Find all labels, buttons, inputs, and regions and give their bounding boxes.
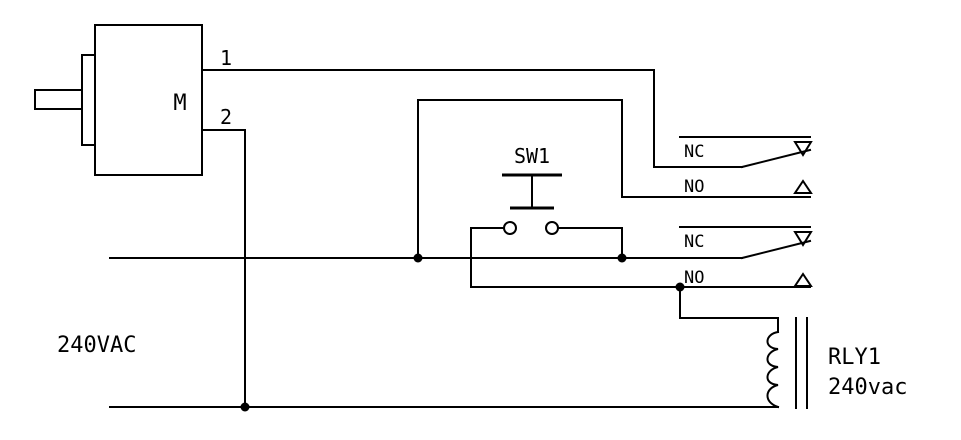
no2-label: NO [684,268,704,288]
motor-pin-2-label: 2 [220,105,232,129]
coil-winding-icon [766,330,780,409]
wire-motor-pin1-to-nc1 [201,69,743,168]
wire-motor-pin2-to-neutral [201,129,246,408]
junction-dot [675,282,685,292]
wire-no2-to-coil [679,286,779,333]
motor-label: M [173,91,186,116]
switch-sw1: SW1 [502,144,562,235]
junction-dot [413,253,423,263]
wire-live-to-no1 [417,99,811,259]
junction-dot [240,402,250,412]
relay-contact-set-2: NC NO [679,226,813,288]
nc1-contact-icon [793,141,813,157]
switch-contact-left [503,221,517,235]
relay-coil: RLY1 240vac [679,286,907,409]
no2-contact-icon [793,272,813,287]
relay-arm-2 [740,239,812,260]
no1-label: NO [684,177,704,197]
wire-switch-to-no2 [470,227,681,288]
motor-shaft [34,89,83,110]
relay-rating-label: 240vac [828,375,907,400]
nc2-contact-icon [793,231,813,247]
motor: M 1 2 [34,24,232,176]
relay-contact-set-1: NC NO [679,136,813,197]
no1-contact-icon [793,179,813,194]
supply-label: 240VAC [57,333,136,358]
junction-dot [617,253,627,263]
switch-contact-right [545,221,559,235]
nc2-label: NC [684,232,704,252]
switch-label: SW1 [514,144,550,168]
motor-flange [81,54,96,146]
motor-pin-1-label: 1 [220,46,232,70]
relay-name-label: RLY1 [828,345,881,370]
relay-arm-1 [740,148,812,169]
wire-switch-to-live [557,227,623,259]
nc1-label: NC [684,142,704,162]
